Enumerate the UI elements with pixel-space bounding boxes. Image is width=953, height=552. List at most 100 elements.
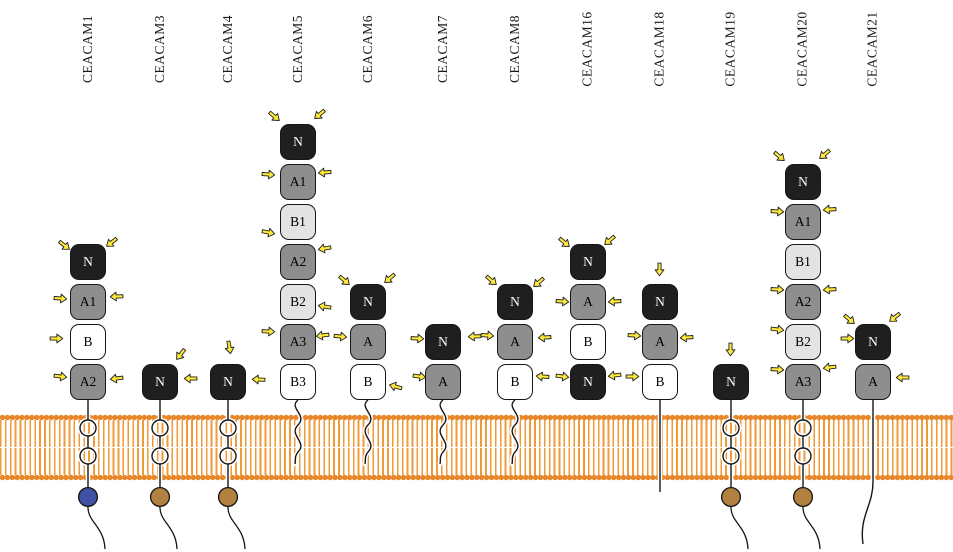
glycosylation-arrow-icon [251, 374, 266, 386]
glycosylation-arrow-icon [607, 295, 623, 307]
domain-b2: B2 [785, 324, 821, 360]
cytoplasmic-domain [203, 486, 253, 552]
protein-label: CEACAM5 [289, 14, 305, 84]
glycosylation-arrow-icon [260, 226, 277, 240]
glycosylation-arrow-icon [769, 323, 785, 336]
transmembrane-anchor [208, 397, 248, 498]
glycosylation-arrow-icon [895, 372, 910, 383]
glycosylation-arrow-icon [261, 168, 277, 180]
domain-n: N [425, 324, 461, 360]
domain-b: B [70, 324, 106, 360]
gpi-anchor [348, 397, 388, 468]
domain-a: A [497, 324, 533, 360]
glycosylation-arrow-icon [317, 166, 333, 178]
protein-label-box: CEACAM5 [248, 0, 348, 98]
domain-n: N [350, 284, 386, 320]
gpi-anchor [278, 397, 318, 468]
protein-label-box: CEACAM20 [753, 0, 853, 98]
glycosylation-arrow-icon [265, 107, 284, 125]
glycosylation-arrow-icon [885, 309, 904, 327]
glycosylation-arrow-icon [172, 345, 190, 364]
protein-label-box: CEACAM8 [465, 0, 565, 98]
glycosylation-arrow-icon [314, 329, 330, 342]
domain-a: A [350, 324, 386, 360]
domain-a2: A2 [70, 364, 106, 400]
glycosylation-arrow-icon [606, 369, 622, 382]
transmembrane-anchor [853, 397, 893, 548]
glycosylation-arrow-icon [770, 283, 786, 295]
transmembrane-anchor [68, 397, 108, 498]
domain-a: A [855, 364, 891, 400]
protein-label-box: CEACAM1 [38, 0, 138, 98]
domain-n: N [785, 164, 821, 200]
domain-a2: A2 [280, 244, 316, 280]
protein-label: CEACAM1 [79, 14, 95, 84]
glycosylation-arrow-icon [316, 242, 333, 255]
glycosylation-arrow-icon [770, 205, 786, 217]
domain-b1: B1 [280, 204, 316, 240]
protein-label: CEACAM16 [579, 11, 595, 87]
glycosylation-arrow-icon [102, 234, 121, 252]
glycosylation-arrow-icon [821, 361, 837, 374]
glycosylation-arrow-icon [770, 363, 786, 375]
glycosylation-arrow-icon [316, 300, 333, 313]
glycosylation-arrow-icon [815, 145, 834, 163]
glycosylation-arrow-icon [600, 231, 619, 249]
domain-n: N [497, 284, 533, 320]
domain-n: N [280, 124, 316, 160]
domain-n: N [70, 244, 106, 280]
cytoplasmic-domain [706, 486, 756, 552]
gpi-anchor [423, 397, 463, 468]
domain-a2: A2 [785, 284, 821, 320]
glycosylation-arrow-icon [770, 147, 789, 165]
protein-label: CEACAM21 [864, 11, 880, 87]
transmembrane-anchor [783, 397, 823, 498]
domain-a1: A1 [70, 284, 106, 320]
domain-a1: A1 [785, 204, 821, 240]
domain-a: A [570, 284, 606, 320]
lipid-heads-row-top [0, 414, 953, 421]
protein-label-box: CEACAM19 [681, 0, 781, 98]
gpi-anchor [495, 397, 535, 468]
protein-label-box: CEACAM3 [110, 0, 210, 98]
protein-label-box: CEACAM21 [823, 0, 923, 98]
domain-n: N [713, 364, 749, 400]
transmembrane-anchor [140, 397, 180, 498]
domain-b1: B1 [785, 244, 821, 280]
glycosylation-arrow-icon [625, 371, 640, 382]
glycosylation-arrow-icon [467, 331, 483, 343]
glycosylation-arrow-icon [335, 271, 354, 289]
glycosylation-arrow-icon [53, 292, 69, 304]
domain-n: N [570, 244, 606, 280]
lipid-heads-row-bottom [0, 474, 953, 481]
cytoplasmic-domain [135, 486, 185, 552]
glycosylation-arrow-icon [822, 283, 838, 295]
glycosylation-arrow-icon [537, 331, 553, 343]
cytoplasmic-domain [778, 486, 828, 552]
domain-b: B [497, 364, 533, 400]
glycosylation-arrow-icon [380, 269, 399, 287]
domain-b: B [570, 324, 606, 360]
domain-b: B [350, 364, 386, 400]
domain-b: B [642, 364, 678, 400]
domain-n: N [210, 364, 246, 400]
glycosylation-arrow-icon [183, 373, 198, 384]
glycosylation-arrow-icon [55, 237, 74, 255]
protein-label: CEACAM4 [219, 14, 235, 84]
glycosylation-arrow-icon [223, 339, 236, 356]
domain-b3: B3 [280, 364, 316, 400]
glycosylation-arrow-icon [310, 105, 329, 123]
domain-n: N [855, 324, 891, 360]
glycosylation-arrow-icon [554, 370, 570, 383]
protein-label-box: CEACAM16 [538, 0, 638, 98]
glycosylation-arrow-icon [535, 370, 551, 382]
glycosylation-arrow-icon [108, 372, 124, 385]
glycosylation-arrow-icon [725, 342, 736, 357]
protein-label-box: CEACAM18 [610, 0, 710, 98]
glycosylation-arrow-icon [411, 370, 427, 383]
glycosylation-arrow-icon [627, 329, 643, 341]
protein-label: CEACAM3 [151, 14, 167, 84]
protein-label-box: CEACAM7 [393, 0, 493, 98]
glycosylation-arrow-icon [840, 333, 855, 344]
